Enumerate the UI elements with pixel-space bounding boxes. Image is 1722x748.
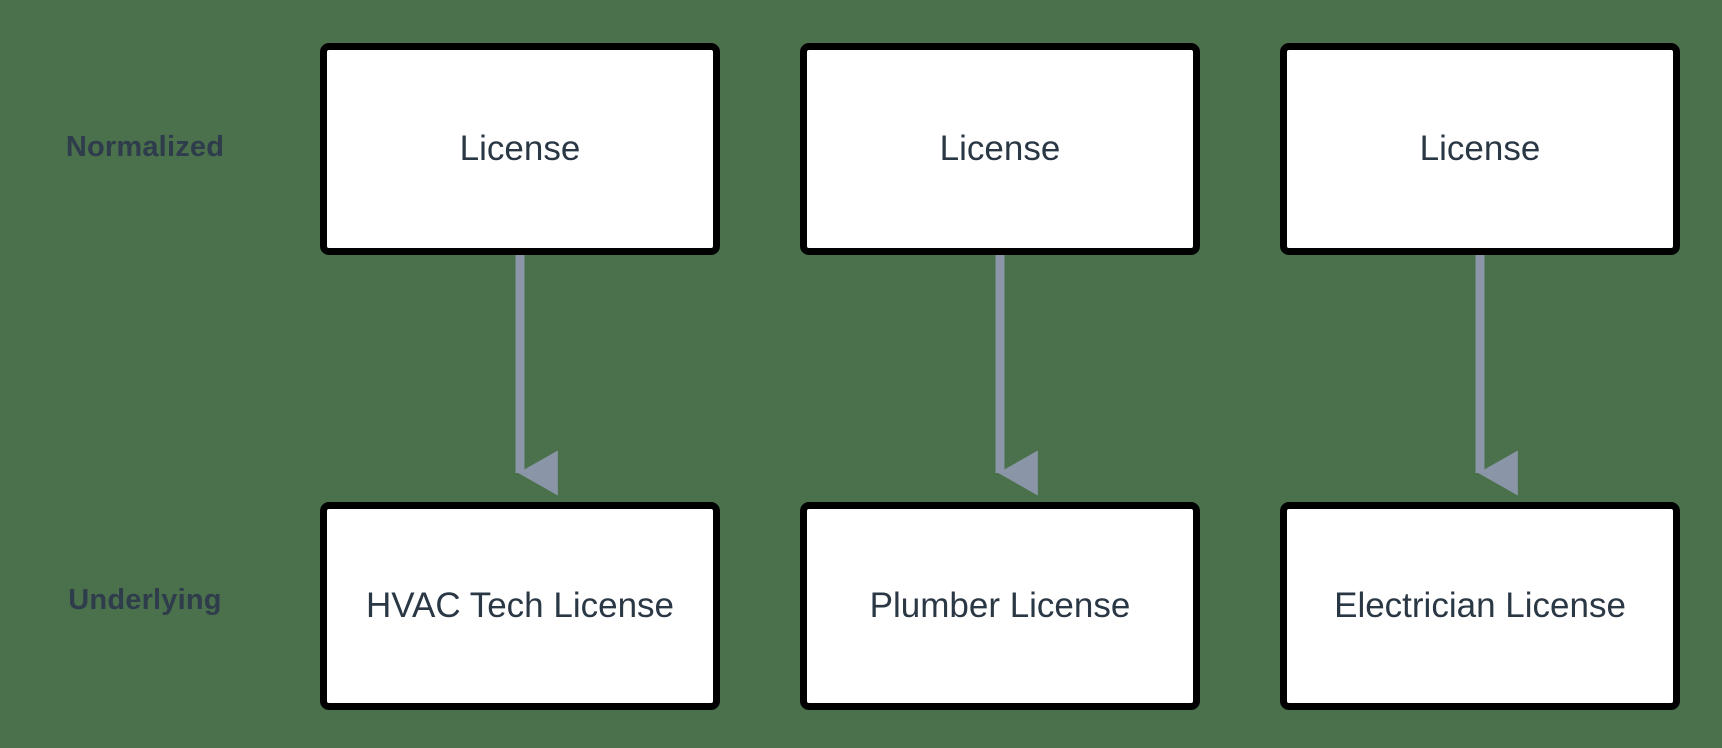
row-label-normalized: Normalized	[65, 131, 225, 163]
node-underlying-hvac-tech-license[interactable]: HVAC Tech License	[320, 502, 720, 710]
node-label: License	[939, 129, 1061, 168]
node-label: Plumber License	[869, 586, 1131, 625]
node-underlying-plumber-license[interactable]: Plumber License	[800, 502, 1200, 710]
row-label-underlying: Underlying	[68, 584, 222, 616]
node-normalized-license-1[interactable]: License	[320, 43, 720, 255]
node-normalized-license-3[interactable]: License	[1280, 43, 1680, 255]
node-label: License	[459, 129, 581, 168]
node-label: Electrician License	[1334, 586, 1626, 625]
node-normalized-license-2[interactable]: License	[800, 43, 1200, 255]
node-label: License	[1419, 129, 1541, 168]
node-underlying-electrician-license[interactable]: Electrician License	[1280, 502, 1680, 710]
node-label: HVAC Tech License	[365, 586, 675, 625]
